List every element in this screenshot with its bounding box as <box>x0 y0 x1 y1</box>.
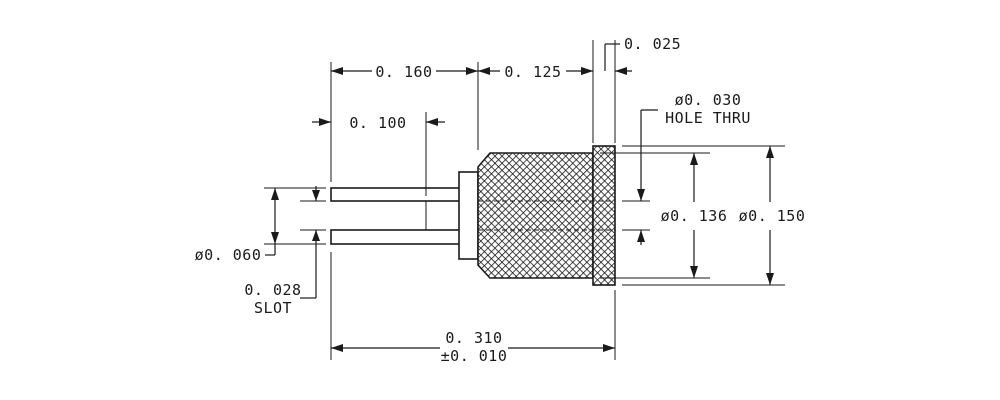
pin-shoulder <box>458 171 479 260</box>
dim-flange: 0. 025 <box>624 35 681 53</box>
dim-pin-dia: ø0. 060 <box>195 246 262 264</box>
pin-upper-leg <box>330 187 462 202</box>
pin-lower-leg <box>330 229 462 245</box>
dim-slot: 0. 028 <box>244 281 301 299</box>
dim-body-dia: ø0. 136 <box>661 207 728 225</box>
dim-overall: 0. 310 <box>445 329 502 347</box>
flange <box>592 145 616 286</box>
dim-body-length: 0. 125 <box>504 63 561 81</box>
knurled-body <box>477 152 594 279</box>
dim-hole: ø0. 030 <box>675 91 742 109</box>
dim-overall-tol: ±0. 010 <box>441 347 508 365</box>
dim-slot-depth: 0. 100 <box>349 114 406 132</box>
dimension-lines <box>265 43 774 352</box>
dimension-labels: 0. 160 0. 125 0. 025 0. 100 ø0. 030 HOLE… <box>195 35 806 365</box>
dim-flange-dia: ø0. 150 <box>739 207 806 225</box>
dim-pin-length: 0. 160 <box>375 63 432 81</box>
dim-slot-note: SLOT <box>254 299 292 317</box>
dim-hole-note: HOLE THRU <box>665 109 751 127</box>
socket-part <box>330 145 616 286</box>
